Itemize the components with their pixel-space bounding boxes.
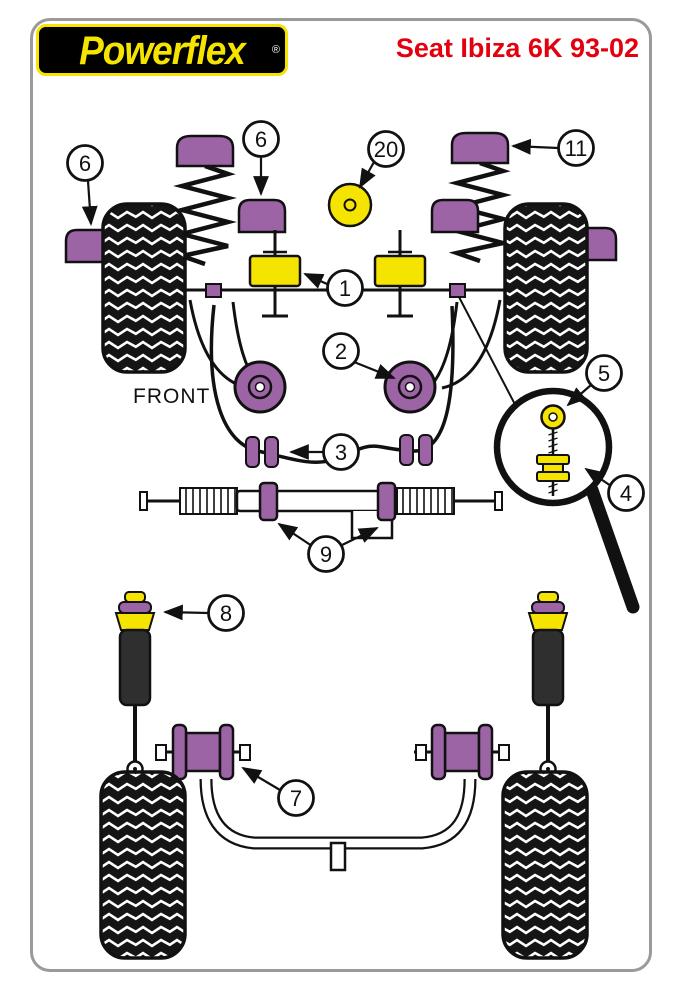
svg-text:20: 20 (374, 137, 398, 162)
arb-bush-right (399, 434, 433, 466)
rear-beam (199, 778, 477, 872)
svg-text:1: 1 (339, 276, 351, 301)
beam-mount-bush-right (414, 723, 510, 781)
callout-4: 4 (584, 467, 645, 512)
front-right-spring (448, 160, 512, 264)
magnifier-handle (585, 483, 640, 614)
callout-7: 7 (241, 766, 315, 817)
rack-mount-bush-left (258, 481, 279, 522)
callout-8: 8 (163, 594, 245, 632)
svg-text:6: 6 (255, 127, 267, 152)
bump-stop-inner-right (430, 198, 480, 234)
callout-6-outer: 6 (66, 144, 104, 226)
svg-text:8: 8 (220, 601, 232, 626)
svg-text:5: 5 (598, 361, 610, 386)
svg-text:11: 11 (565, 136, 588, 161)
magnifier-glass (493, 387, 640, 614)
callout-3: 3 (289, 433, 360, 471)
beam-mount-bush-left (155, 723, 251, 781)
arb-bush-left (245, 436, 279, 468)
rack-mount-bush-right (376, 481, 397, 522)
callout-9: 9 (277, 522, 379, 573)
callout-1: 1 (303, 269, 364, 307)
front-right-tire (503, 202, 589, 374)
powerflex-logo-text: Powerflex (79, 27, 246, 73)
page-title: Seat Ibiza 6K 93-02 (395, 33, 639, 63)
rear-left-tire (99, 770, 187, 960)
wishbone-bush-left (233, 360, 287, 414)
part-20-bush (327, 182, 373, 228)
svg-text:2: 2 (335, 339, 347, 364)
steering-rack (139, 481, 503, 540)
callout-2: 2 (322, 332, 396, 380)
rear-shock-left (114, 591, 156, 778)
part-4-bush (536, 454, 570, 496)
bump-stop-inner-left (237, 198, 287, 234)
front-left-tire (101, 202, 187, 374)
callout-11: 11 (511, 129, 595, 167)
engine-mount-right (373, 230, 427, 318)
wishbone-bush-right (383, 360, 437, 414)
svg-text:9: 9 (320, 542, 332, 567)
strut-top-bush-right (450, 131, 510, 165)
callout-6-inner: 6 (242, 120, 280, 196)
front-left-spring (173, 163, 237, 267)
callout-5: 5 (566, 354, 623, 407)
svg-text:6: 6 (79, 151, 91, 176)
threaded-stud (548, 429, 558, 455)
registered-mark: ® (271, 44, 280, 56)
engine-mount-left (248, 230, 302, 318)
front-label: FRONT (133, 385, 210, 408)
powerflex-logo: Powerflex ® (36, 24, 288, 76)
rear-right-tire (501, 770, 589, 960)
part-5-washer (540, 404, 566, 430)
strut-top-bush-left (175, 134, 235, 168)
magnifier-leader-line (458, 296, 521, 415)
rear-shock-right (527, 591, 569, 778)
svg-text:3: 3 (335, 440, 347, 465)
svg-text:4: 4 (620, 481, 632, 506)
callout-20: 20 (359, 130, 405, 189)
svg-text:7: 7 (290, 786, 302, 811)
